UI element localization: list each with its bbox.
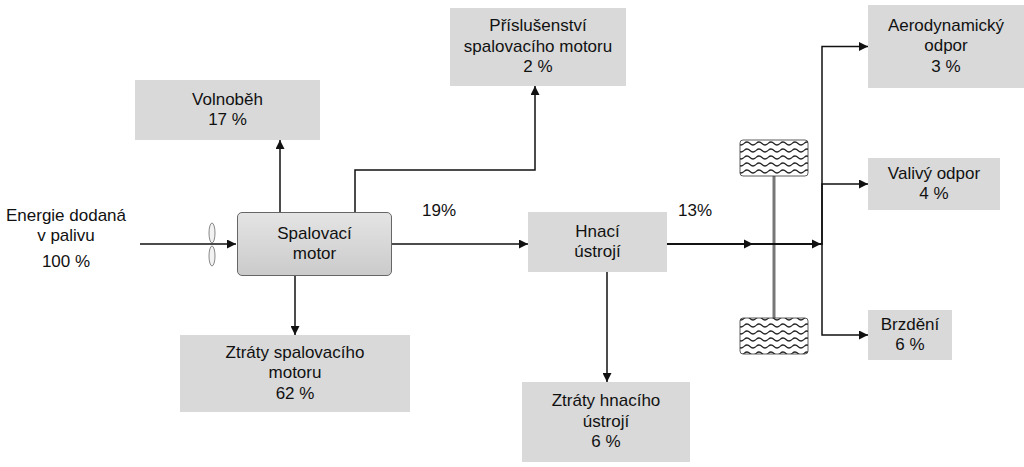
flow-arrow	[279, 140, 281, 212]
energy-box: Hnací ústrojí	[528, 212, 667, 272]
input-arrow	[140, 243, 236, 245]
node-title: Aerodynamický odpor	[876, 16, 1016, 57]
node-title: Ztráty hnacího ústrojí	[541, 391, 671, 432]
flow-arrow	[667, 47, 868, 245]
node-title: Valivý odpor	[888, 164, 980, 184]
flow-arrow	[606, 272, 608, 382]
arrow-head	[744, 240, 753, 249]
arrow-head	[812, 240, 821, 249]
node-value: 17 %	[208, 110, 247, 130]
flow-arrow	[667, 184, 868, 244]
energy-box: Brzdění6 %	[868, 310, 952, 360]
fan-blade	[209, 246, 215, 266]
node-title: Hnací ústrojí	[563, 222, 633, 263]
flow-arrow	[392, 243, 528, 245]
flow-heads	[744, 240, 821, 249]
wheel-axle	[740, 140, 808, 354]
energy-box: Volnoběh17 %	[135, 80, 320, 140]
node-value: 6 %	[895, 335, 924, 355]
tire	[740, 140, 808, 176]
flow-arrow	[294, 276, 296, 335]
input-label: Energie dodaná v palivu	[2, 206, 130, 247]
energy-box: Valivý odpor4 %	[868, 158, 1000, 210]
input-value: 100 %	[2, 252, 130, 272]
node-title: Brzdění	[881, 315, 940, 335]
energy-box: Ztráty spalovacího motoru62 %	[180, 335, 410, 412]
energy-box: Ztráty hnacího ústrojí6 %	[522, 382, 690, 462]
flow-arrow	[667, 244, 868, 335]
node-value: 6 %	[591, 432, 620, 452]
energy-box: Příslušenství spalovacího motoru2 %	[450, 8, 626, 86]
node-title: Volnoběh	[192, 90, 263, 110]
fan-blade	[209, 223, 215, 243]
fuel-input	[140, 223, 236, 266]
axle	[773, 176, 776, 318]
node-value: 3 %	[931, 57, 960, 77]
node-value: 2 %	[523, 57, 552, 77]
node-title: Příslušenství spalovacího motoru	[458, 16, 618, 57]
node-value: 62 %	[276, 384, 315, 404]
tire	[740, 318, 808, 354]
flow-percent: 19%	[422, 201, 456, 221]
engine-box: Spalovací motor	[237, 212, 392, 276]
node-title: Spalovací motor	[270, 224, 360, 265]
flow-percent: 13%	[678, 201, 712, 221]
node-value: 4 %	[919, 184, 948, 204]
node-title: Ztráty spalovacího motoru	[213, 343, 378, 384]
energy-box: Aerodynamický odpor3 %	[868, 5, 1024, 88]
flow-arrow	[355, 86, 535, 212]
